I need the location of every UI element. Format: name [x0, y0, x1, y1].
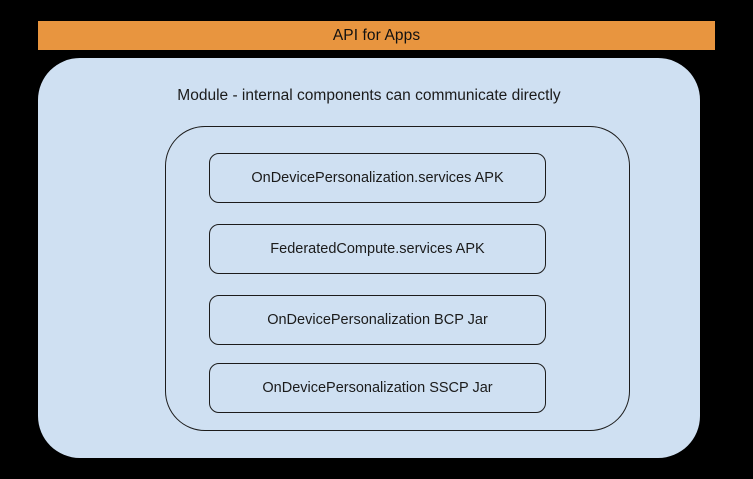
api-for-apps-banner-label: API for Apps — [332, 26, 421, 44]
component-box-ondevicepersonalization-sscp-jar: OnDevicePersonalization SSCP Jar — [209, 363, 546, 413]
component-box-label: OnDevicePersonalization SSCP Jar — [262, 379, 493, 396]
component-box-label: OnDevicePersonalization.services APK — [251, 169, 504, 186]
component-box-ondevicepersonalization-services-apk: OnDevicePersonalization.services APK — [209, 153, 546, 203]
component-box-federatedcompute-services-apk: FederatedCompute.services APK — [209, 224, 546, 274]
api-for-apps-banner: API for Apps — [38, 21, 715, 50]
internal-components-group: OnDevicePersonalization.services APK Fed… — [165, 126, 630, 431]
component-box-label: FederatedCompute.services APK — [270, 240, 485, 257]
component-box-ondevicepersonalization-bcp-jar: OnDevicePersonalization BCP Jar — [209, 295, 546, 345]
module-caption: Module - internal components can communi… — [177, 87, 561, 104]
component-box-label: OnDevicePersonalization BCP Jar — [267, 311, 488, 328]
module-container: Module - internal components can communi… — [38, 58, 700, 458]
